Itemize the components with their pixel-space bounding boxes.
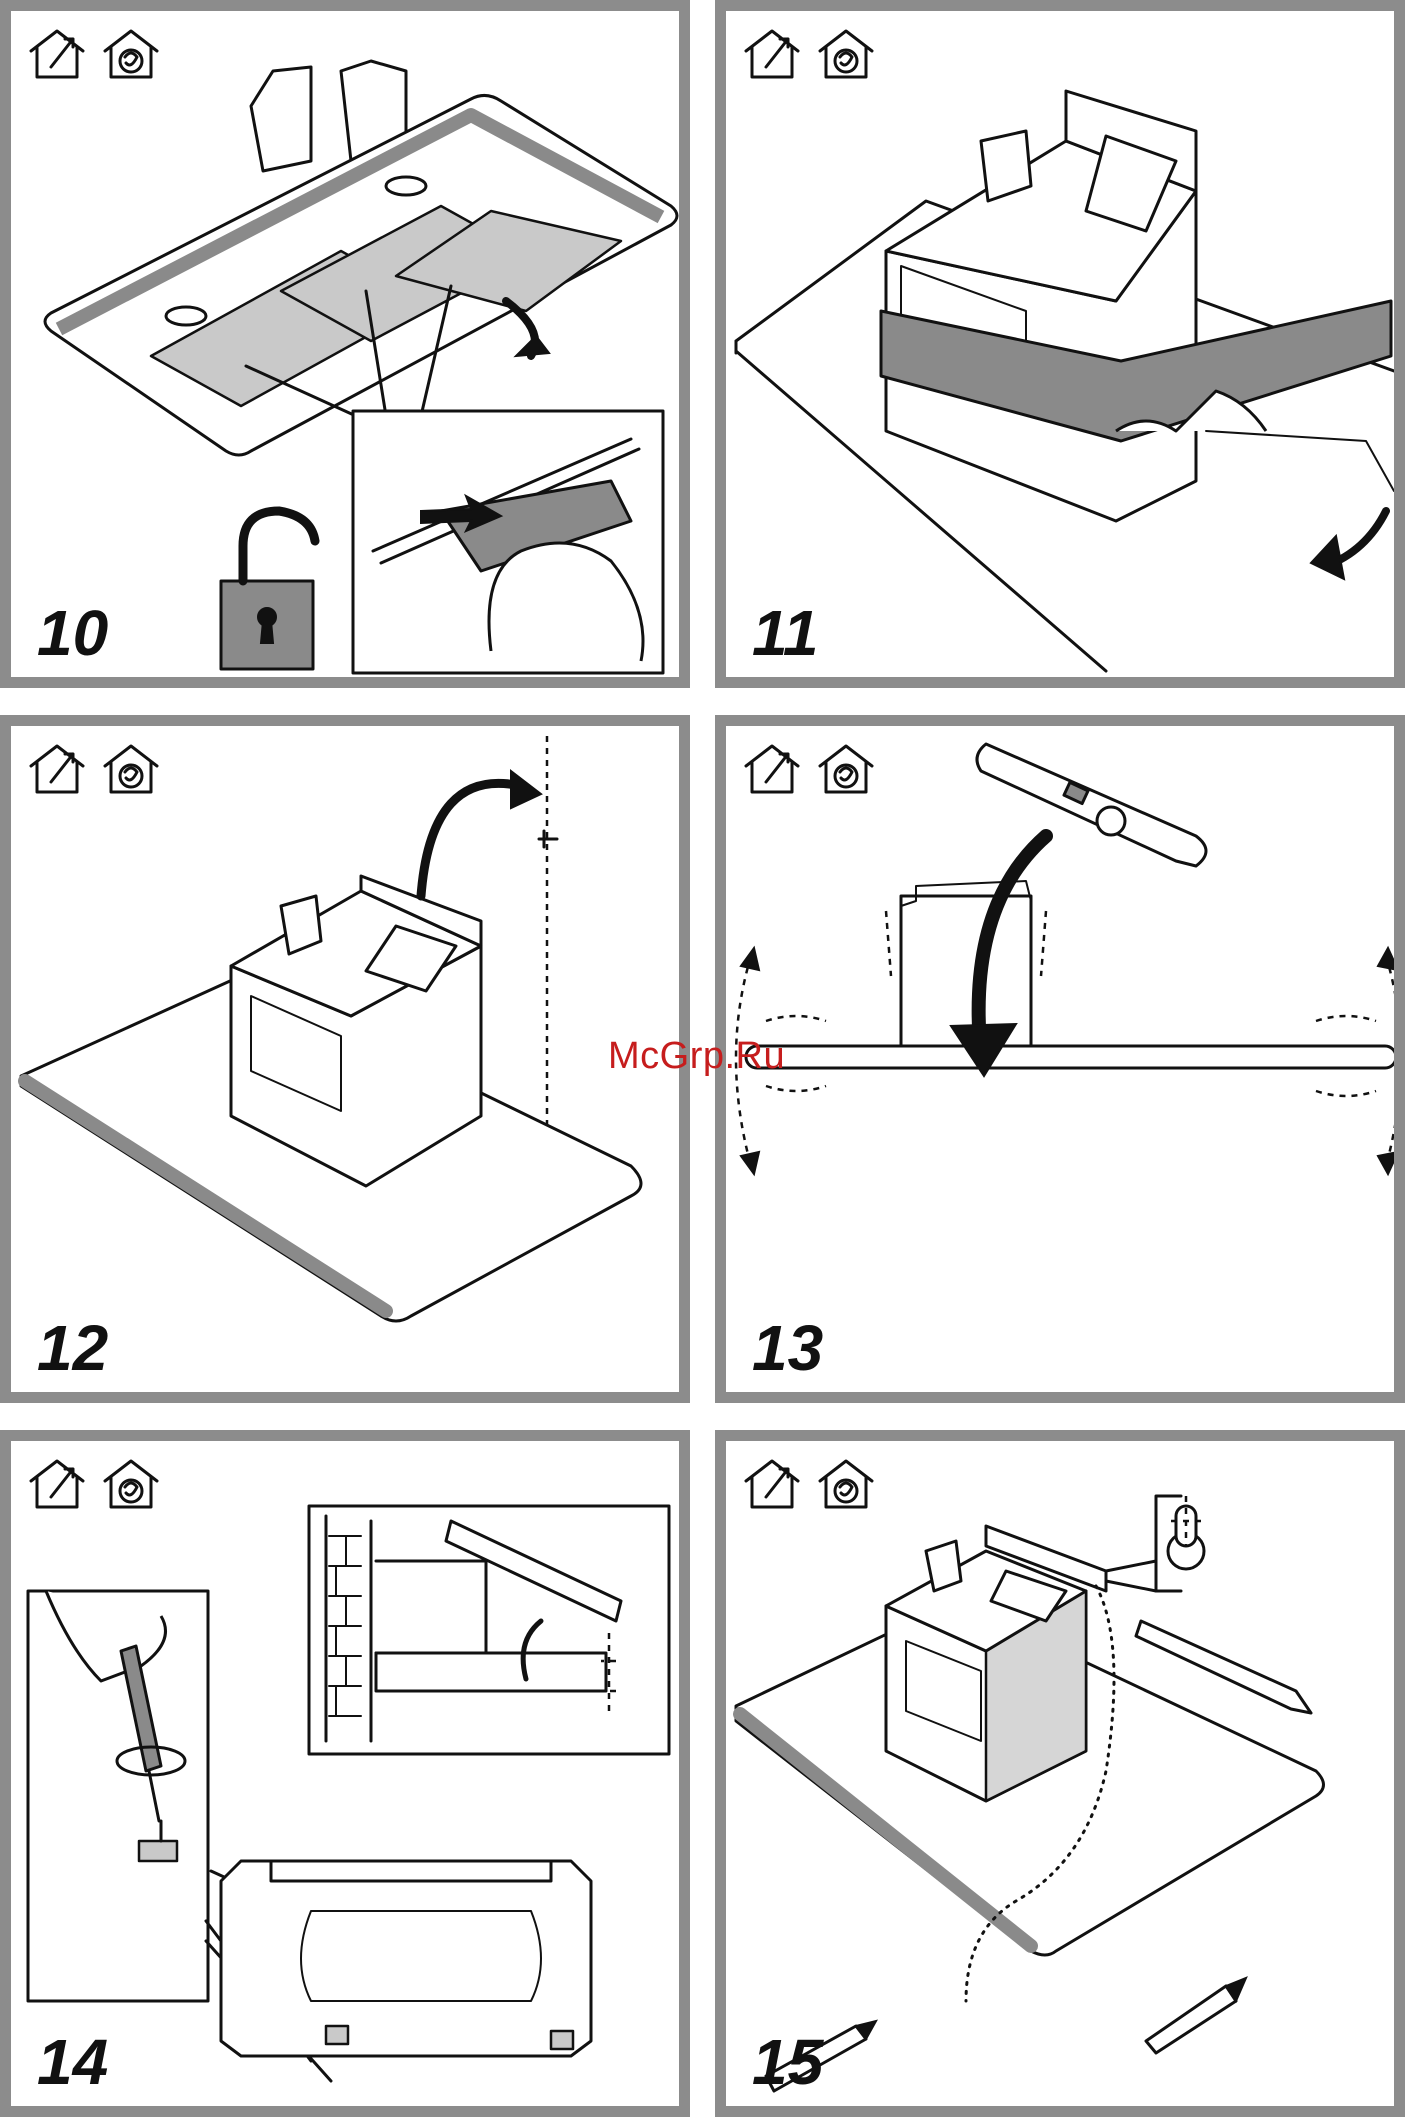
step-number: 13 (752, 1316, 823, 1380)
panel-step-13: 13 (715, 715, 1405, 1403)
step-number: 14 (37, 2030, 108, 2094)
drill-hole-marking-illustration (726, 1441, 1394, 2106)
step-number: 12 (37, 1316, 108, 1380)
step-number: 15 (752, 2030, 823, 2094)
panel-step-11: 11 (715, 0, 1405, 688)
hood-level-check-illustration (726, 726, 1394, 1392)
step-number: 10 (37, 601, 108, 665)
panel-step-14: 14 (0, 1430, 690, 2117)
panel-step-15: 15 (715, 1430, 1405, 2117)
level-adjustment-screw-illustration (11, 1441, 679, 2106)
hood-filter-removal-illustration (11, 11, 679, 677)
panel-step-12: 12 (0, 715, 690, 1403)
hood-wall-mounting-illustration (11, 726, 679, 1392)
watermark: McGrp.Ru (608, 1035, 785, 1078)
step-number: 11 (752, 601, 818, 665)
motor-housing-tape-removal-illustration (726, 11, 1394, 677)
panel-step-10: 10 (0, 0, 690, 688)
